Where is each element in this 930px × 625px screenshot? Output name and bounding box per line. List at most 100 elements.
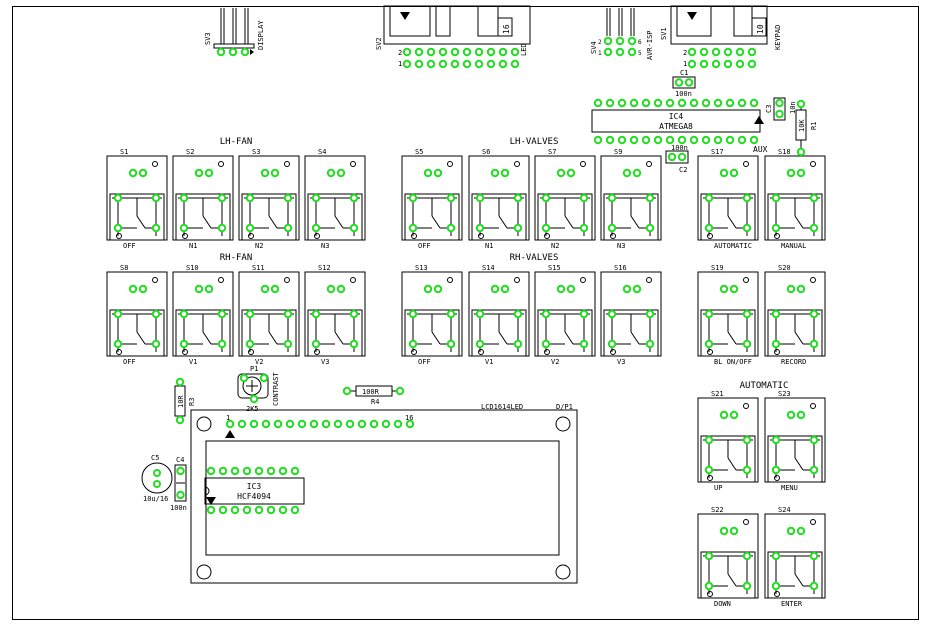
solder-pad <box>677 98 687 108</box>
solder-pad <box>309 419 319 429</box>
solder-pad <box>809 551 819 561</box>
solder-pad <box>704 309 714 319</box>
solder-pad <box>665 135 675 145</box>
c2-value: 100n <box>671 144 688 152</box>
solder-pad <box>290 505 300 515</box>
c4-value: 100n <box>170 504 187 512</box>
solder-pad <box>510 59 520 69</box>
switch-ref: S5 <box>415 148 423 156</box>
r3-ref: R3 <box>188 398 196 406</box>
solder-pad <box>579 339 589 349</box>
switch-label: V1 <box>189 358 197 366</box>
switch-ref: S3 <box>252 148 260 156</box>
solder-pad <box>742 339 752 349</box>
solder-pad <box>699 47 709 57</box>
sv4-avr-isp-header: SV4 AVR-ISP 2 1 6 5 <box>590 8 654 60</box>
switch-ref: S18 <box>778 148 791 156</box>
switch-label: V3 <box>321 358 329 366</box>
solder-pad <box>737 135 747 145</box>
solder-pad <box>290 466 300 476</box>
switch-label: OFF <box>418 242 431 250</box>
solder-pad <box>245 339 255 349</box>
switch-ref: S15 <box>548 264 561 272</box>
switch-ref: S12 <box>318 264 331 272</box>
solder-pad <box>270 284 280 294</box>
solder-pad <box>742 193 752 203</box>
solder-pad <box>423 168 433 178</box>
solder-pad <box>713 135 723 145</box>
solder-pad <box>138 284 148 294</box>
solder-pad <box>311 223 321 233</box>
solder-pad <box>742 309 752 319</box>
c3-capacitor: C3 10n <box>765 97 797 121</box>
solder-pad <box>771 551 781 561</box>
c4-capacitor: C4 100n <box>170 456 187 512</box>
solder-pad <box>475 309 485 319</box>
switch-ref: S7 <box>548 148 556 156</box>
solder-pad <box>311 339 321 349</box>
c1-ref: C1 <box>680 69 688 77</box>
aux-label: AUX <box>753 145 768 154</box>
solder-pad <box>729 526 739 536</box>
solder-pad <box>474 59 484 69</box>
solder-pad <box>225 419 235 429</box>
solder-pad <box>128 168 138 178</box>
sv2-name: LED <box>520 43 528 56</box>
switch-label: N2 <box>551 242 559 250</box>
solder-pad <box>475 339 485 349</box>
switch-ref: S14 <box>482 264 495 272</box>
switch-label: ENTER <box>781 600 803 608</box>
solder-pad <box>245 309 255 319</box>
solder-pad <box>719 168 729 178</box>
switch-ref: S21 <box>711 390 724 398</box>
group-title-automatic: AUTOMATIC <box>740 381 789 391</box>
switch-ref: S6 <box>482 148 490 156</box>
solder-pad <box>723 59 733 69</box>
solder-pad <box>796 410 806 420</box>
solder-pad <box>771 465 781 475</box>
solder-pad <box>704 193 714 203</box>
solder-pad <box>462 59 472 69</box>
sv4-pin-1: 1 <box>598 50 602 57</box>
solder-pad <box>113 309 123 319</box>
solder-pad <box>556 168 566 178</box>
solder-pad <box>433 284 443 294</box>
p1-ref: P1 <box>250 365 258 373</box>
group-title-lh-valves: LH-VALVES <box>510 137 559 147</box>
solder-pad <box>665 98 675 108</box>
solder-pad <box>615 36 625 46</box>
solder-pad <box>513 309 523 319</box>
solder-pad <box>254 505 264 515</box>
solder-pad <box>433 168 443 178</box>
solder-pad <box>217 193 227 203</box>
solder-pad <box>719 526 729 536</box>
switch-ref: S1 <box>120 148 128 156</box>
solder-pad <box>629 135 639 145</box>
solder-pad <box>622 168 632 178</box>
solder-pad <box>297 419 307 429</box>
